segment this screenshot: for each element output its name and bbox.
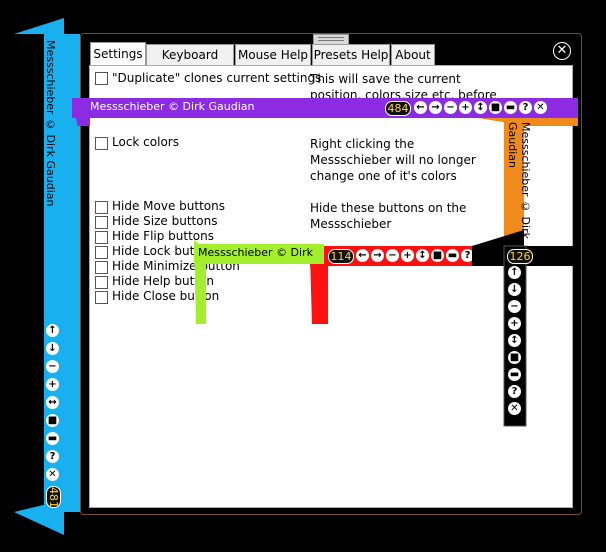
cyan-ruler-title: Messschieber © Dirk Gaudian	[44, 40, 57, 207]
move-left-icon[interactable]: ←	[356, 249, 369, 262]
grow-icon[interactable]: +	[46, 378, 59, 391]
settings-panel: "Duplicate" clones current settings This…	[89, 65, 573, 508]
hide-flip-checkbox[interactable]	[95, 231, 108, 244]
lock-icon[interactable]: ■	[431, 249, 444, 262]
help-icon[interactable]: ?	[461, 249, 474, 262]
close-icon[interactable]: ✕	[508, 402, 521, 415]
tab-keyboard-help[interactable]: Keyboard Help	[146, 44, 234, 82]
lock-colors-description: Right clicking the Messschieber will no …	[310, 137, 476, 183]
shrink-icon[interactable]: −	[386, 249, 399, 262]
lock-colors-label: Lock colors	[112, 135, 179, 149]
lock-icon[interactable]: ■	[46, 414, 59, 427]
move-up-icon[interactable]: ↑	[46, 324, 59, 337]
orange-ruler[interactable]: Messschieber © Dirk Gaudian	[478, 110, 588, 250]
tab-about[interactable]: About	[391, 44, 435, 66]
cyan-ruler-buttons: ↑ ↓ − + ↔ ■ ▬ ? ✕	[46, 324, 59, 481]
orange-ruler-title: Messschieber © Dirk Gaudian	[506, 122, 532, 239]
black-ruler[interactable]: 126 ↑ ↓ − + ↕ ■ ▬ ? ✕	[472, 230, 582, 430]
shrink-icon[interactable]: −	[508, 300, 521, 313]
duplicate-checkbox[interactable]	[95, 72, 108, 85]
shrink-icon[interactable]: −	[444, 101, 457, 114]
tab-mouse-help[interactable]: Mouse Help	[235, 44, 311, 66]
hide-close-checkbox[interactable]	[95, 291, 108, 304]
shrink-icon[interactable]: −	[46, 360, 59, 373]
cyan-ruler[interactable]: Messschieber © Dirk Gaudian ↑ ↓ − + ↔ ■ …	[0, 0, 80, 552]
purple-ruler-buttons: ← → − + ↕ ■ ▬ ? ✕	[414, 101, 547, 114]
lock-icon[interactable]: ■	[508, 351, 521, 364]
black-ruler-value: 126	[507, 249, 533, 264]
move-right-icon[interactable]: →	[429, 101, 442, 114]
flip-icon[interactable]: ↔	[46, 396, 59, 409]
minimize-icon[interactable]: ▬	[508, 368, 521, 381]
purple-ruler-value: 484	[385, 101, 411, 116]
purple-ruler[interactable]: Messschieber © Dirk Gaudian 484 ← → − + …	[72, 98, 582, 126]
grow-icon[interactable]: +	[508, 317, 521, 330]
hide-move-label: Hide Move buttons	[112, 199, 225, 213]
move-up-icon[interactable]: ↑	[508, 266, 521, 279]
purple-ruler-title: Messschieber © Dirk Gaudian	[90, 100, 255, 113]
hide-help-checkbox[interactable]	[95, 276, 108, 289]
grow-icon[interactable]: +	[401, 249, 414, 262]
minimize-icon[interactable]: ▬	[46, 432, 59, 445]
duplicate-label: "Duplicate" clones current settings	[112, 71, 322, 85]
minimize-icon[interactable]: ▬	[504, 101, 517, 114]
red-ruler-buttons: ← → − + ↕ ■ ▬ ? ✕	[356, 249, 489, 262]
hide-minimize-checkbox[interactable]	[95, 261, 108, 274]
hide-size-checkbox[interactable]	[95, 216, 108, 229]
help-icon[interactable]: ?	[519, 101, 532, 114]
red-ruler[interactable]: 114 ← → − + ↕ ■ ▬ ? ✕	[310, 228, 510, 328]
move-right-icon[interactable]: →	[371, 249, 384, 262]
grow-icon[interactable]: +	[459, 101, 472, 114]
close-icon[interactable]: ✕	[46, 468, 59, 481]
hide-help-label: Hide Help button	[112, 274, 214, 288]
hide-close-label: Hide Close button	[112, 289, 220, 303]
red-ruler-value: 114	[328, 249, 354, 264]
close-icon[interactable]: ✕	[534, 101, 547, 114]
minimize-icon[interactable]: ▬	[446, 249, 459, 262]
hide-move-checkbox[interactable]	[95, 201, 108, 214]
tab-settings[interactable]: Settings	[90, 42, 146, 66]
flip-icon[interactable]: ↕	[508, 334, 521, 347]
flip-icon[interactable]: ↕	[474, 101, 487, 114]
lock-colors-checkbox[interactable]	[95, 137, 108, 150]
help-icon[interactable]: ?	[508, 385, 521, 398]
hide-lock-label: Hide Lock buttons	[112, 244, 221, 258]
help-icon[interactable]: ?	[46, 450, 59, 463]
black-ruler-buttons: ↑ ↓ − + ↕ ■ ▬ ? ✕	[508, 266, 521, 415]
duplicate-description: This will save the current position, col…	[310, 72, 497, 101]
green-ruler[interactable]: Messschieber © Dirk	[180, 240, 330, 330]
hide-lock-checkbox[interactable]	[95, 246, 108, 259]
tab-presets-help[interactable]: Presets Help	[312, 44, 390, 66]
window-close-icon[interactable]: ✕	[553, 42, 571, 60]
move-left-icon[interactable]: ←	[414, 101, 427, 114]
lock-icon[interactable]: ■	[489, 101, 502, 114]
cyan-ruler-value: 481	[46, 486, 61, 508]
hide-buttons-description: Hide these buttons on the Messschieber	[310, 201, 467, 231]
green-ruler-title: Messschieber © Dirk	[198, 246, 313, 259]
hide-flip-label: Hide Flip buttons	[112, 229, 215, 243]
hide-size-label: Hide Size buttons	[112, 214, 218, 228]
flip-icon[interactable]: ↕	[416, 249, 429, 262]
move-down-icon[interactable]: ↓	[508, 283, 521, 296]
move-down-icon[interactable]: ↓	[46, 342, 59, 355]
